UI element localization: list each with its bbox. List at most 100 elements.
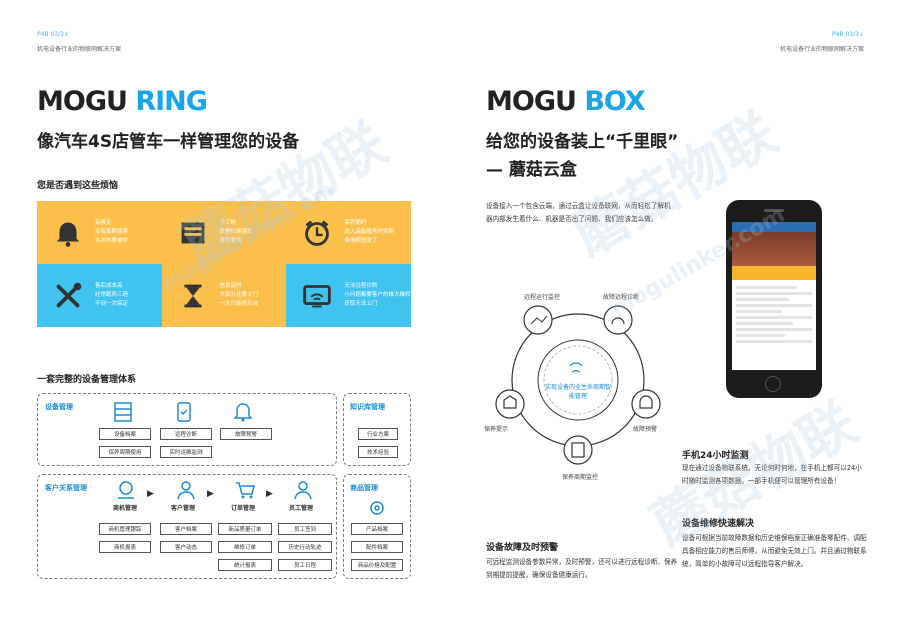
module-opportunity: 商机管理 xyxy=(113,505,138,512)
knowledge-base-label: 知识库管理 xyxy=(350,403,385,411)
pain-line: 售后成本高 xyxy=(95,283,123,289)
pain-line: 大部分还要上门 xyxy=(219,292,259,298)
phone-screen xyxy=(732,222,816,370)
chip-crm[interactable]: 客户动态 xyxy=(160,541,212,553)
node-label: 故障预警 xyxy=(632,426,657,433)
remote-diagnosis-node xyxy=(603,305,633,335)
chip-remote-diagnosis[interactable]: 远程诊断 xyxy=(160,428,212,440)
diagram-center-text: 实现设备的全生命周期智能管理 xyxy=(544,384,611,400)
chip-crm[interactable]: 历史行动轨迹 xyxy=(278,541,332,553)
chip-crm[interactable]: 统计报表 xyxy=(218,559,272,571)
chip-device-archive[interactable]: 设备档案 xyxy=(99,428,151,440)
wifi-monitor-icon xyxy=(303,284,332,307)
arrow-right-icon: ▶ xyxy=(266,489,273,499)
chip-parts-archive[interactable]: 配件档案 xyxy=(351,541,403,553)
tools-icon xyxy=(56,282,82,307)
product-management-box: 商品管理 xyxy=(343,474,411,579)
pain-card: 售后成本高经常跑两三趟不到一次搞定 xyxy=(37,264,162,327)
chip-crm[interactable]: 客户档案 xyxy=(160,523,212,535)
chip-crm[interactable]: 员工日程 xyxy=(278,559,332,571)
hourglass-icon xyxy=(184,284,202,307)
pain-grid: 有报无没有周期保养大冲击要被呼 手工账数据档案混乱查找繁琐 保养随时进入高级服务… xyxy=(37,201,411,327)
node-label: 保养提示 xyxy=(483,426,508,433)
speaker-grille xyxy=(764,209,784,212)
clock-icon xyxy=(305,219,330,246)
page-subtitle: 机电设备行业的物联网解决方案 xyxy=(37,46,122,53)
pain-line: 经常跑两三趟 xyxy=(95,292,129,298)
node-label: 故障远程诊断 xyxy=(602,294,639,301)
maintenance-cycle-node xyxy=(563,435,593,465)
chip-realtime-monitor[interactable]: 实时运维监测 xyxy=(160,446,212,458)
system-section-title: 一套完整的设备管理体系 xyxy=(37,375,137,385)
maintenance-reminder-node xyxy=(495,389,525,419)
pain-line: 有报无 xyxy=(95,220,112,226)
node-label: 保养周期监控 xyxy=(561,474,598,481)
crm-box: 客户关系管理 xyxy=(37,474,337,579)
arrow-right-icon: ▶ xyxy=(207,489,214,499)
pain-line: 保养随时 xyxy=(344,220,367,226)
gear-icon xyxy=(370,501,384,515)
chip-product-price[interactable]: 商品价格及配置 xyxy=(351,559,403,571)
pain-card: 手工账数据档案混乱查找繁琐 xyxy=(161,201,287,264)
chip-crm[interactable]: 商机报表 xyxy=(99,541,151,553)
home-button[interactable] xyxy=(765,376,781,392)
fault-warning-node xyxy=(631,389,661,419)
money-hand-icon xyxy=(118,481,134,499)
chip-product-archive[interactable]: 产品档案 xyxy=(351,523,403,535)
remote-monitor-node xyxy=(523,305,553,335)
pain-card: 有报无没有周期保养大冲击要被呼 xyxy=(37,201,162,264)
brand-part-2: BOX xyxy=(584,86,645,117)
file-cabinet-icon xyxy=(114,402,132,422)
module-customer: 客户管理 xyxy=(171,505,196,512)
page-headline-2: — 蘑菇云盒 xyxy=(486,160,577,180)
chip-crm[interactable]: 维修订单 xyxy=(218,541,272,553)
repair-text: 设备可根据当前故障数据和历史维保档案正确准备零配件、调配具备相应能力的售后师傅，… xyxy=(682,534,867,568)
page-number: P4B 03/3↓ xyxy=(37,31,69,38)
pain-line: 无法远程诊断 xyxy=(344,283,378,289)
chip-fault-warning[interactable]: 故障预警 xyxy=(220,428,272,440)
device-management-label: 设备管理 xyxy=(45,403,73,411)
pain-line: 费用明显涨了 xyxy=(344,238,378,244)
arrow-right-icon: ▶ xyxy=(147,489,154,499)
page-headline: 给您的设备装上“千里眼” xyxy=(486,132,679,152)
person-icon xyxy=(177,481,195,500)
chip-maintenance-cycle[interactable]: 保养周期使用 xyxy=(99,446,151,458)
employee-icon xyxy=(294,481,312,500)
repair-title: 设备维修快速解决 xyxy=(682,519,755,529)
brand-part-1: MOGU xyxy=(486,86,577,117)
chip-crm[interactable]: 员工签到 xyxy=(278,523,332,535)
lifecycle-diagram xyxy=(495,305,661,465)
bell-icon xyxy=(56,222,80,247)
device-management-box: 设备管理 xyxy=(37,393,337,466)
pain-line: 不到一次搞定 xyxy=(95,301,129,307)
chip-industry-solution[interactable]: 行业方案 xyxy=(358,428,398,440)
brand-title: MOGU BOX xyxy=(486,86,646,117)
page-subtitle: 机电设备行业的物联网解决方案 xyxy=(779,46,864,53)
cart-icon xyxy=(236,482,255,499)
brand-part-2: RING xyxy=(135,86,208,117)
folder-icon xyxy=(181,222,205,243)
mobile-monitor-text: 现在通过设备物联系统，无论何时何地，在手机上都可以24小时随时监测各项数据。一部… xyxy=(682,464,862,485)
pain-card: 无法远程诊断小问题都要客户的维大维修获取无法上门 xyxy=(286,264,411,327)
module-order: 订单管理 xyxy=(231,505,256,512)
pain-line: 查找繁琐 xyxy=(219,238,242,244)
module-employee: 员工管理 xyxy=(289,505,314,512)
page-headline: 像汽车4S店管车一样管理您的设备 xyxy=(37,132,300,152)
pain-line: 手工账 xyxy=(219,220,237,226)
brand-part-1: MOGU xyxy=(37,86,128,117)
fault-warning-title: 设备故障及时预警 xyxy=(486,543,559,553)
left-page: P4B 03/3↓ 机电设备行业的物联网解决方案 MOGU RING 像汽车4S… xyxy=(37,31,411,579)
pain-line: 大冲击要被呼 xyxy=(95,238,129,244)
pain-line: 获取无法上门 xyxy=(344,301,378,307)
pain-section-title: 您是否遇到这些烦恼 xyxy=(37,181,119,191)
intro-paragraph: 设备接入一个包含云端，通过云盒让设备联网，从而轻松了解机器内部发生着什么、机器是… xyxy=(486,202,671,223)
pain-line: 一天只能修几台 xyxy=(219,301,259,307)
chip-crm[interactable]: 新品质量订单 xyxy=(218,523,272,535)
phone-mockup xyxy=(726,200,822,398)
pain-line: 没有周期保养 xyxy=(95,229,129,235)
chip-crm[interactable]: 商机管理跟踪 xyxy=(99,523,151,535)
chip-tech-experience[interactable]: 技术经验 xyxy=(358,446,398,458)
brand-title: MOGU RING xyxy=(37,86,208,117)
fault-warning-text: 可远程监测设备参数异常，及时预警，还可以进行远程诊断、保养到期提前提醒，确保设备… xyxy=(486,558,678,579)
mobile-diagnosis-icon xyxy=(177,402,191,422)
